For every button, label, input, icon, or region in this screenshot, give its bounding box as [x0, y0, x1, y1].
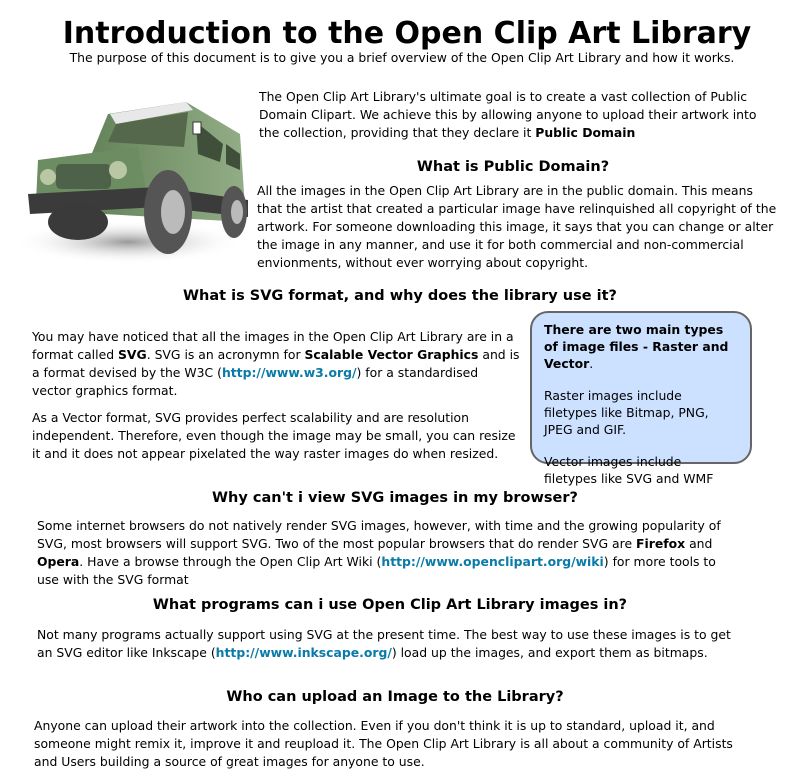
upload-paragraph: Anyone can upload their artwork into the…: [34, 718, 733, 769]
svg-format-paragraph-2: As a Vector format, SVG provides perfect…: [32, 410, 516, 461]
raster-note: Raster images include filetypes like Bit…: [544, 388, 709, 437]
subtitle: The purpose of this document is to give …: [69, 50, 735, 65]
w3c-link[interactable]: http://www.w3.org/: [221, 365, 357, 380]
inkscape-link[interactable]: http://www.inkscape.org/: [215, 645, 392, 660]
programs-paragraph: Not many programs actually support using…: [37, 627, 731, 660]
vector-note: Vector images include filetypes like SVG…: [544, 454, 714, 486]
public-domain-paragraph: All the images in the Open Clip Art Libr…: [257, 183, 777, 270]
heading-browser: Why can't i view SVG images in my browse…: [212, 490, 578, 506]
page-title: Introduction to the Open Clip Art Librar…: [62, 16, 752, 51]
browser-paragraph: Some internet browsers do not natively r…: [37, 518, 721, 587]
intro-paragraph: The Open Clip Art Library's ultimate goa…: [259, 89, 757, 140]
image-types-callout: There are two main types of image files …: [530, 311, 752, 486]
heading-programs: What programs can i use Open Clip Art Li…: [152, 597, 628, 613]
svg-format-paragraph-1: You may have noticed that all the images…: [32, 329, 520, 398]
heading-svg-format: What is SVG format, and why does the lib…: [183, 288, 617, 304]
heading-public-domain: What is Public Domain?: [416, 159, 610, 175]
openclipart-wiki-link[interactable]: http://www.openclipart.org/wiki: [381, 554, 604, 569]
jeep-clipart-image: [13, 102, 248, 264]
heading-upload: Who can upload an Image to the Library?: [226, 689, 564, 705]
